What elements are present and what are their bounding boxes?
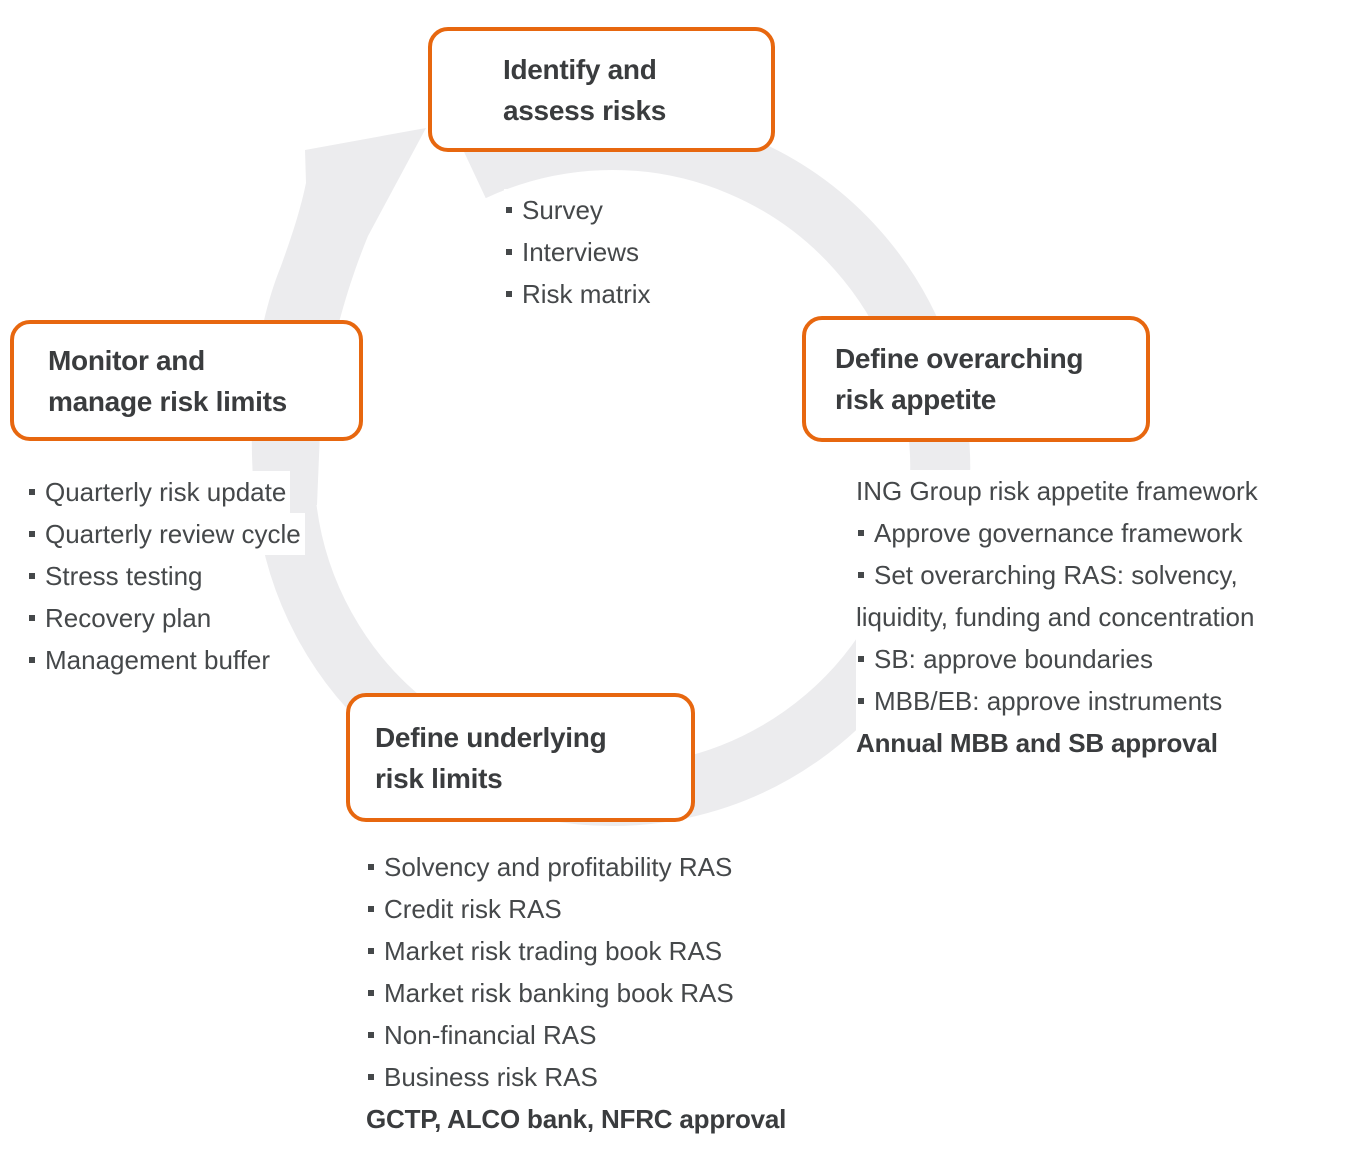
- list-item-text: Risk matrix: [504, 273, 655, 315]
- list-item-text: Survey: [504, 189, 607, 231]
- stage-title-line: risk appetite: [835, 384, 997, 415]
- bullet-item: Solvency and profitability RAS: [366, 846, 790, 888]
- bullet-item: Set overarching RAS: solvency,: [856, 554, 1262, 596]
- list-item-text: Interviews: [504, 231, 644, 273]
- bullet-item: Credit risk RAS: [366, 888, 790, 930]
- list-item-text: Solvency and profitability RAS: [366, 846, 737, 888]
- bullet-item: Management buffer: [27, 639, 305, 681]
- list-item-text: Market risk banking book RAS: [366, 972, 738, 1014]
- bullet-item: Non-financial RAS: [366, 1014, 790, 1056]
- stage-title-line: Monitor and: [48, 344, 205, 376]
- stage-title-line: Identify and: [503, 53, 657, 85]
- list-item: ING Group risk appetite framework: [856, 470, 1262, 512]
- stage-box-monitor-manage-risk-limits: Monitor and manage risk limits: [10, 320, 363, 441]
- list-item-text: Quarterly review cycle: [27, 513, 305, 555]
- stage-title-line: Define overarching: [835, 343, 1084, 374]
- stage-title-line: manage risk limits: [48, 385, 287, 417]
- list-item-text: Recovery plan: [27, 597, 216, 639]
- stage-title-line: assess risks: [503, 94, 667, 126]
- list-item-text: Stress testing: [27, 555, 207, 597]
- bullet-item: Survey: [504, 189, 655, 231]
- bullet-item: MBB/EB: approve instruments: [856, 680, 1262, 722]
- cycle-arrowhead-icon: [251, 128, 426, 505]
- stage-title-line: risk limits: [375, 762, 503, 794]
- list-item-text: Management buffer: [27, 639, 274, 681]
- list-item-text: Business risk RAS: [366, 1056, 602, 1098]
- bullet-item: Recovery plan: [27, 597, 305, 639]
- bullet-item: Market risk banking book RAS: [366, 972, 790, 1014]
- list-item-text: SB: approve boundaries: [856, 638, 1157, 680]
- bullet-item: SB: approve boundaries: [856, 638, 1262, 680]
- bullet-item: Market risk trading book RAS: [366, 930, 790, 972]
- list-item-text: Annual MBB and SB approval: [856, 722, 1222, 764]
- stage-box-identify-assess-risks: Identify and assess risks: [428, 27, 775, 152]
- bullet-item: Risk matrix: [504, 273, 655, 315]
- list-item-text: GCTP, ALCO bank, NFRC approval: [366, 1098, 791, 1140]
- stage-box-define-underlying-risk-limits: Define underlying risk limits: [346, 693, 695, 822]
- approval-note: Annual MBB and SB approval: [856, 722, 1262, 764]
- bullet-item: Quarterly risk update: [27, 471, 305, 513]
- bullet-item: Interviews: [504, 231, 655, 273]
- list-item: liquidity, funding and concentration: [856, 596, 1262, 638]
- bullet-item: Approve governance framework: [856, 512, 1262, 554]
- approval-note: GCTP, ALCO bank, NFRC approval: [366, 1098, 791, 1140]
- stage-title-line: Define underlying: [375, 721, 607, 753]
- list-item-text: MBB/EB: approve instruments: [856, 680, 1227, 722]
- bullet-item: Business risk RAS: [366, 1056, 790, 1098]
- list-item-text: Set overarching RAS: solvency,: [856, 554, 1242, 596]
- list-item-text: liquidity, funding and concentration: [856, 596, 1259, 638]
- stage-box-define-overarching-risk-appetite: Define overarching risk appetite: [802, 316, 1150, 442]
- list-item-text: Market risk trading book RAS: [366, 930, 727, 972]
- list-item-text: Approve governance framework: [856, 512, 1247, 554]
- list-item-text: Non-financial RAS: [366, 1014, 601, 1056]
- bullet-item: Stress testing: [27, 555, 305, 597]
- list-item-text: ING Group risk appetite framework: [856, 470, 1262, 512]
- bullet-item: Quarterly review cycle: [27, 513, 305, 555]
- list-item-text: Credit risk RAS: [366, 888, 566, 930]
- list-item-text: Quarterly risk update: [27, 471, 291, 513]
